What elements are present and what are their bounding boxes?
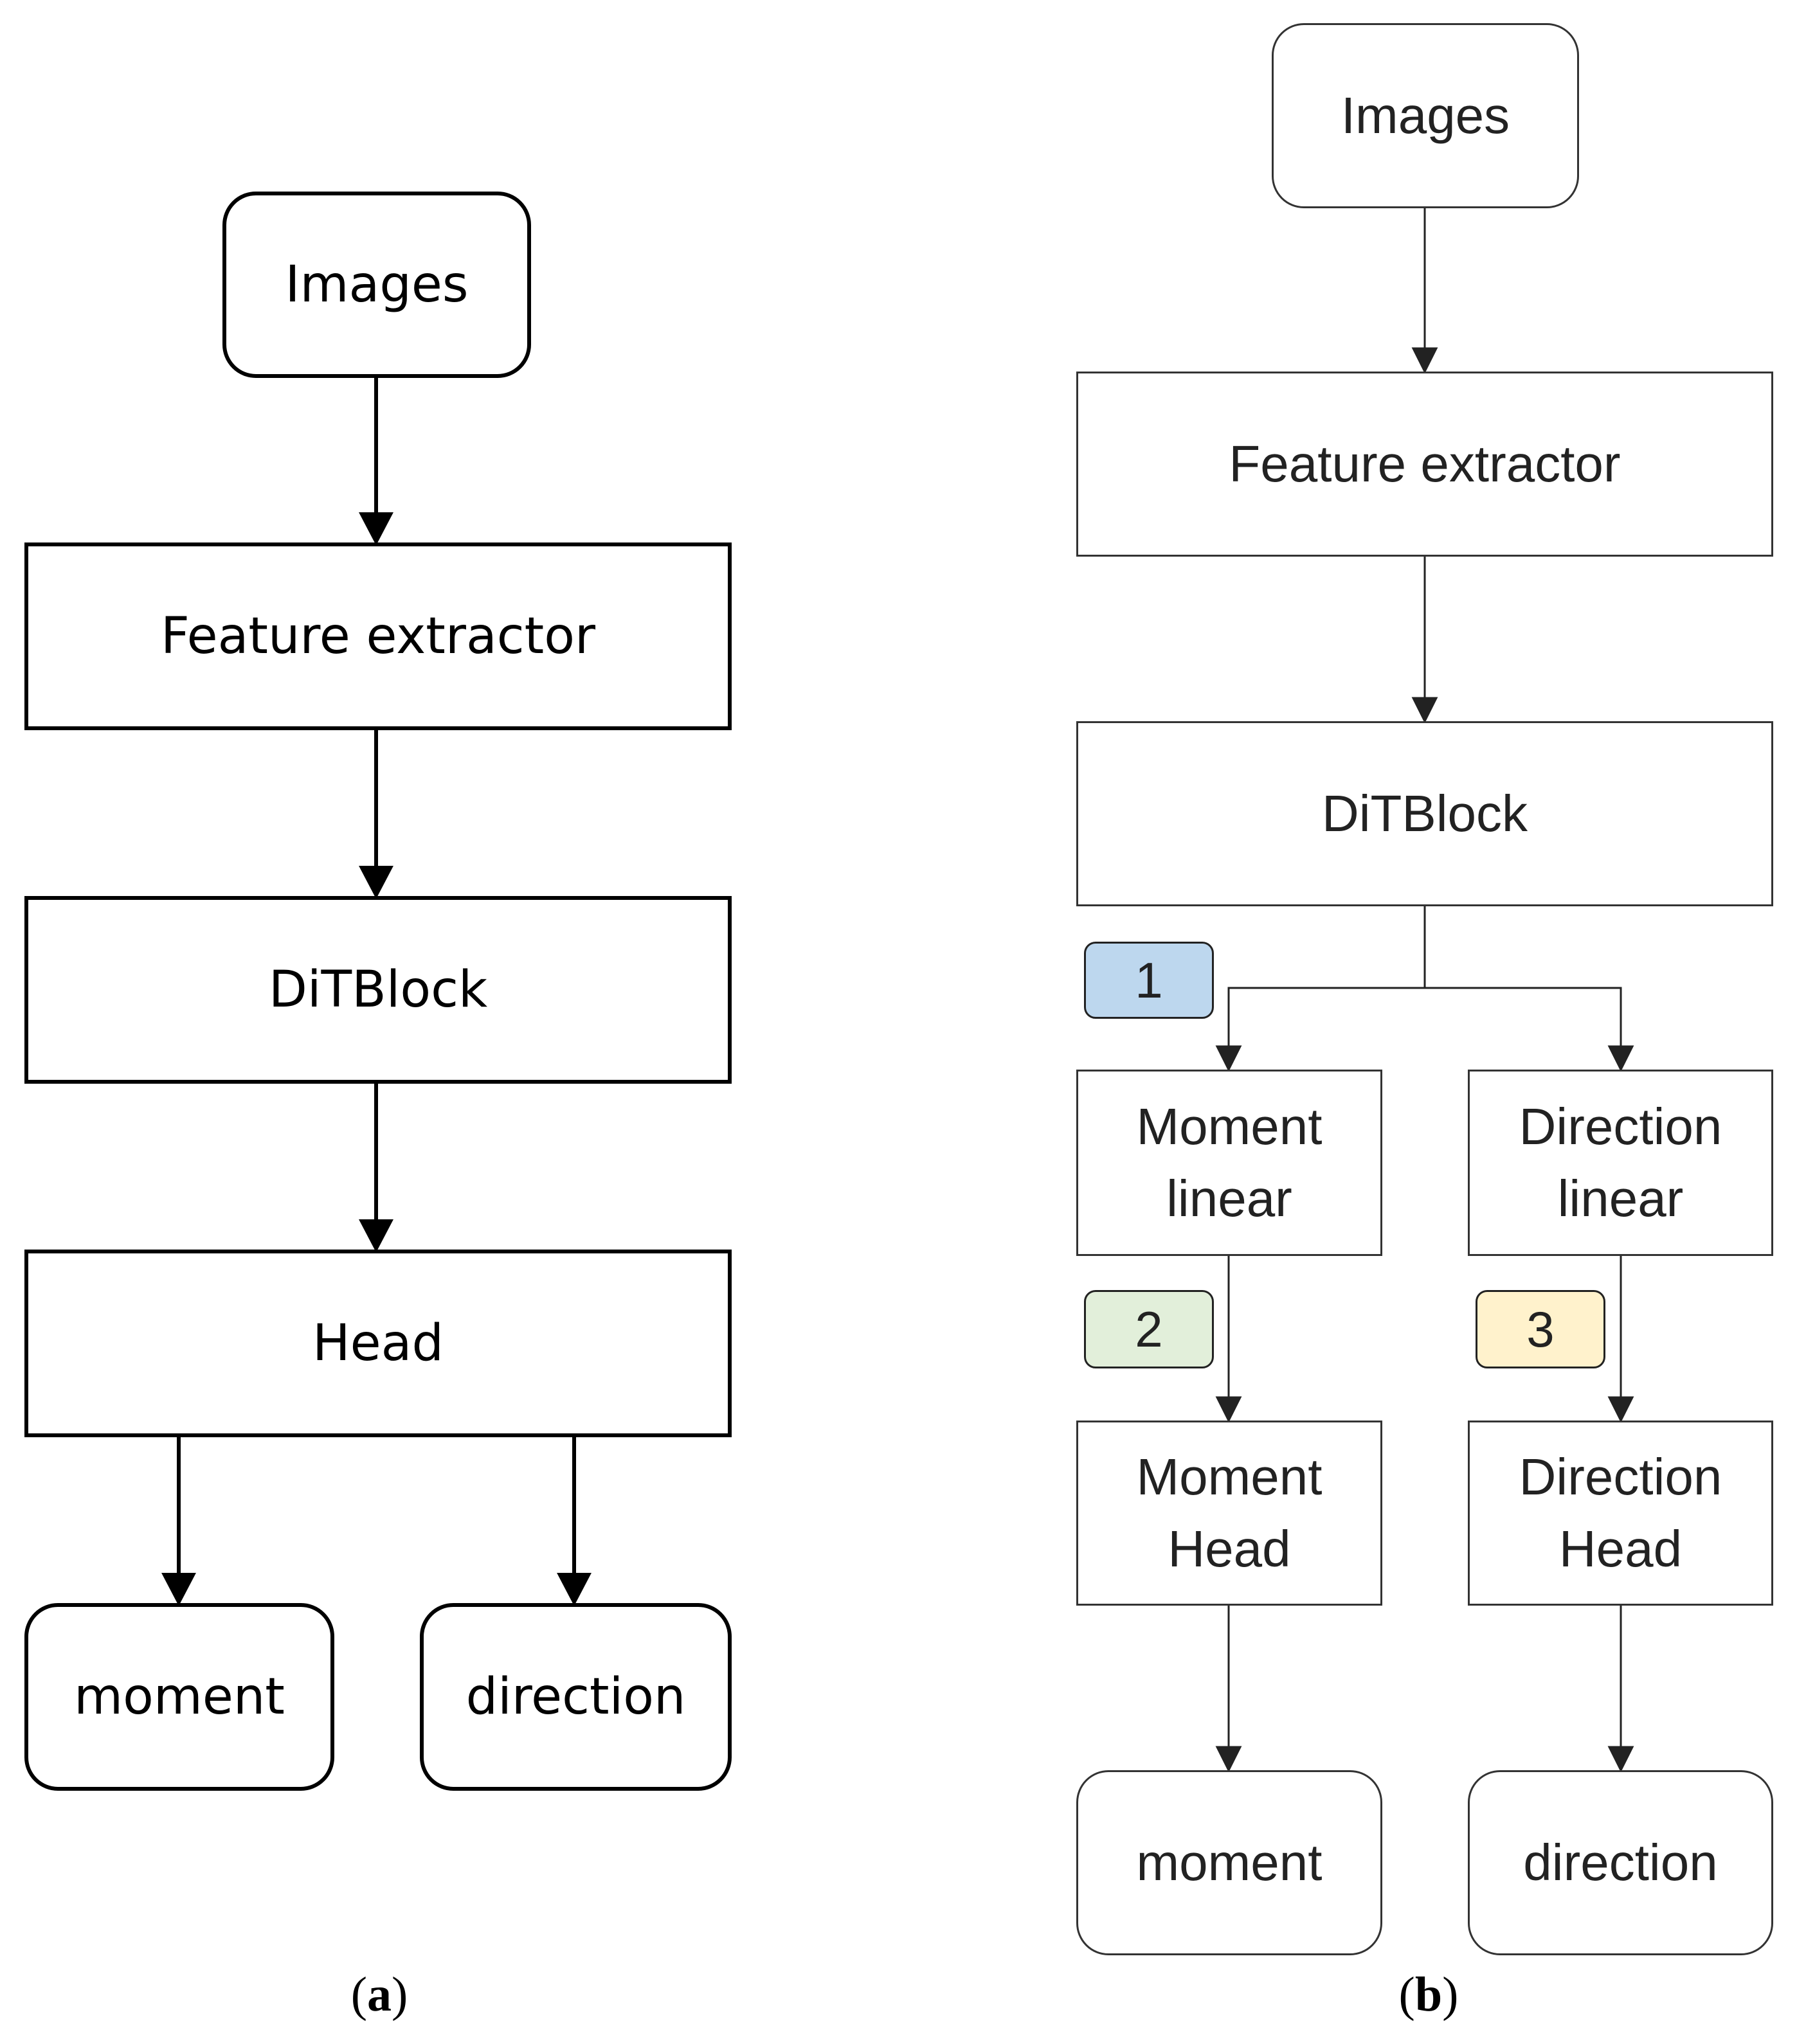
arrowhead-moment-output [1215, 1746, 1242, 1773]
moment-head-line2: Head [1168, 1520, 1291, 1577]
direction-label-a: direction [465, 1668, 686, 1726]
images-node-b: Images [1272, 23, 1579, 208]
badge-2-label: 2 [1135, 1300, 1163, 1358]
direction-linear-node: Direction linear [1468, 1070, 1773, 1256]
moment-linear-node: Moment linear [1076, 1070, 1382, 1256]
caption-b-letter: b [1414, 1968, 1443, 2022]
badge-1: 1 [1084, 942, 1214, 1019]
moment-head-node: Moment Head [1076, 1421, 1382, 1606]
badge-3: 3 [1476, 1290, 1605, 1368]
ditblock-label-b: DiTBlock [1321, 785, 1528, 842]
direction-linear-line1: Direction [1519, 1098, 1722, 1155]
caption-b: (b) [1332, 1967, 1525, 2023]
caption-a-letter: a [367, 1968, 392, 2022]
moment-output-node-b: moment [1076, 1770, 1382, 1955]
badge-2: 2 [1084, 1290, 1214, 1368]
moment-label-b: moment [1136, 1834, 1323, 1891]
ditblock-node-a: DiTBlock [24, 896, 732, 1084]
arrowhead-ditblock-a [359, 866, 393, 899]
direction-output-node-a: direction [420, 1603, 732, 1791]
arrowhead-direction-output [1607, 1746, 1634, 1773]
arrowhead-direction-a [557, 1573, 591, 1606]
arrowhead-moment-a [161, 1573, 196, 1606]
moment-output-node-a: moment [24, 1603, 334, 1791]
direction-label-b: direction [1523, 1834, 1718, 1891]
direction-head-node: Direction Head [1468, 1421, 1773, 1606]
moment-linear-line1: Moment [1136, 1098, 1323, 1155]
arrowhead-moment-linear [1215, 1045, 1242, 1072]
arrowhead-moment-head [1215, 1396, 1242, 1423]
arrowhead-ditblock-b [1411, 697, 1438, 724]
moment-label-a: moment [74, 1668, 285, 1726]
feature-extractor-label-a: Feature extractor [160, 607, 596, 665]
panel-b-connectors [1215, 207, 1634, 1773]
direction-head-line2: Head [1558, 1520, 1683, 1577]
direction-output-node-b: direction [1468, 1770, 1773, 1955]
caption-a: (a) [283, 1967, 476, 2023]
arrowhead-direction-head [1607, 1396, 1634, 1423]
arrowhead-feature-a [359, 512, 393, 546]
badge-3-label: 3 [1526, 1300, 1555, 1358]
feature-extractor-label-b: Feature extractor [1229, 435, 1621, 492]
arrowhead-feature-b [1411, 347, 1438, 374]
images-label-a: Images [285, 256, 469, 314]
head-node-a: Head [24, 1250, 732, 1437]
images-label-b: Images [1341, 87, 1510, 144]
ditblock-node-b: DiTBlock [1076, 721, 1773, 906]
direction-head-line1: Direction [1519, 1448, 1722, 1505]
caption-a-open: ( [350, 1968, 367, 2022]
direction-linear-line2: linear [1557, 1170, 1684, 1227]
badge-1-label: 1 [1135, 951, 1163, 1009]
arrowhead-head-a [359, 1219, 393, 1253]
branch-horizontal [1227, 987, 1622, 1046]
caption-a-close: ) [392, 1968, 408, 2022]
feature-extractor-node-a: Feature extractor [24, 542, 732, 730]
moment-head-line1: Moment [1136, 1448, 1323, 1505]
head-label-a: Head [312, 1314, 444, 1372]
arrowhead-direction-linear [1607, 1045, 1634, 1072]
panel-a-connectors [161, 375, 591, 1606]
caption-b-close: ) [1442, 1968, 1459, 2022]
caption-b-open: ( [1398, 1968, 1415, 2022]
ditblock-label-a: DiTBlock [268, 961, 488, 1019]
moment-linear-line2: linear [1166, 1170, 1292, 1227]
feature-extractor-node-b: Feature extractor [1076, 372, 1773, 557]
images-node-a: Images [222, 192, 531, 378]
